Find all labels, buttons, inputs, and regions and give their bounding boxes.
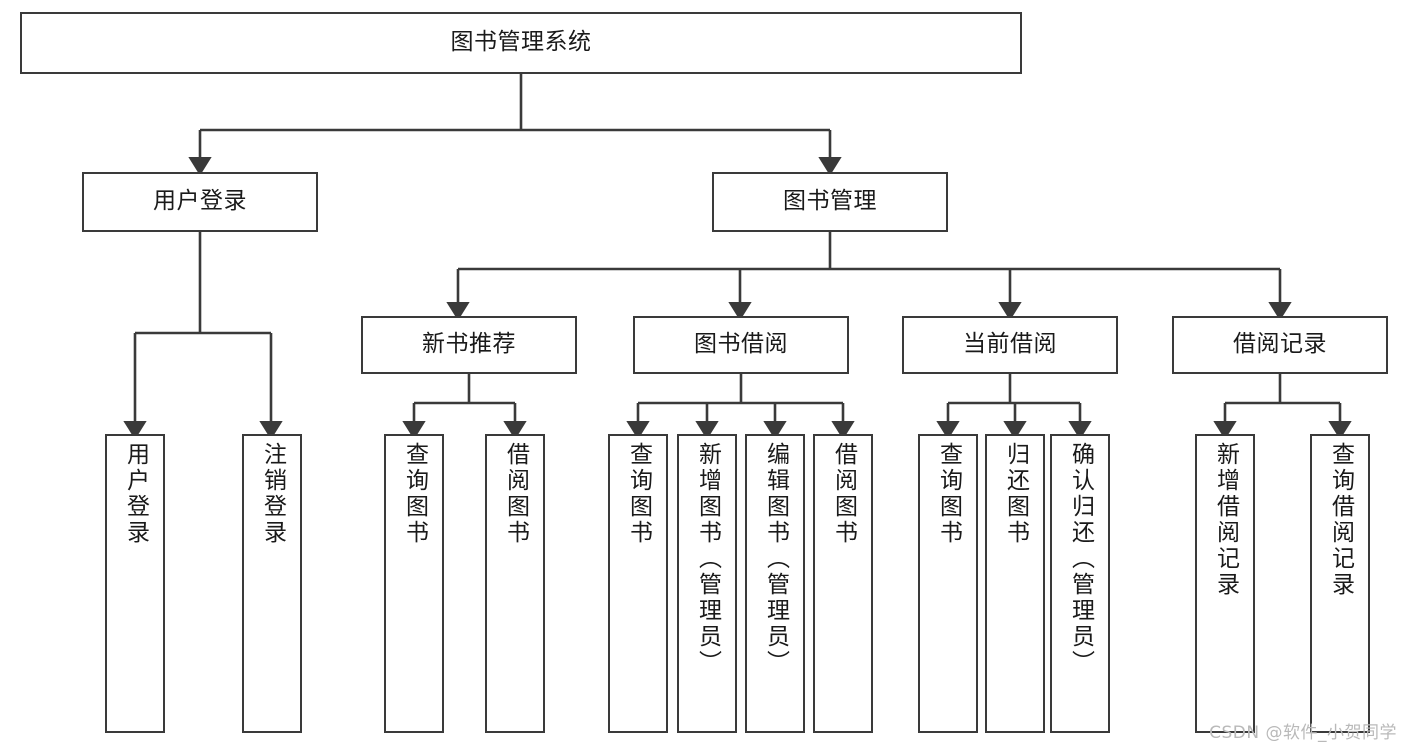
node-book-manage[interactable]: 图书管理 [712,172,948,232]
node-leaf-confirm-return-label: 确认归还（管理员） [1067,442,1094,676]
node-leaf-borrow-book-1[interactable]: 借阅图书 [485,434,545,733]
node-leaf-confirm-return[interactable]: 确认归还（管理员） [1050,434,1110,733]
node-leaf-add-book-label: 新增图书（管理员） [694,442,721,676]
node-new-book-recommend-label: 新书推荐 [422,331,516,358]
node-new-book-recommend[interactable]: 新书推荐 [361,316,577,374]
node-leaf-query-book-2[interactable]: 查询图书 [608,434,668,733]
node-root-system[interactable]: 图书管理系统 [20,12,1022,74]
node-book-borrow[interactable]: 图书借阅 [633,316,849,374]
node-current-borrow[interactable]: 当前借阅 [902,316,1118,374]
node-leaf-query-book-2-label: 查询图书 [625,442,652,546]
node-book-borrow-label: 图书借阅 [694,331,788,358]
node-leaf-logout-login[interactable]: 注销登录 [242,434,302,733]
node-leaf-logout-login-label: 注销登录 [259,442,286,546]
node-leaf-add-book[interactable]: 新增图书（管理员） [677,434,737,733]
node-root-system-label: 图书管理系统 [450,29,592,56]
node-leaf-edit-book[interactable]: 编辑图书（管理员） [745,434,805,733]
node-leaf-return-book[interactable]: 归还图书 [985,434,1045,733]
node-user-login[interactable]: 用户登录 [82,172,318,232]
node-leaf-borrow-book-2[interactable]: 借阅图书 [813,434,873,733]
node-leaf-add-record[interactable]: 新增借阅记录 [1195,434,1255,733]
node-leaf-query-book-3-label: 查询图书 [935,442,962,546]
node-leaf-query-record-label: 查询借阅记录 [1327,442,1354,598]
node-leaf-user-login-label: 用户登录 [122,442,149,546]
node-current-borrow-label: 当前借阅 [963,331,1057,358]
node-leaf-add-record-label: 新增借阅记录 [1212,442,1239,598]
node-book-manage-label: 图书管理 [783,188,877,215]
node-user-login-label: 用户登录 [153,188,247,215]
csdn-watermark: CSDN @软件_小贺同学 [1209,723,1397,743]
node-borrow-record[interactable]: 借阅记录 [1172,316,1388,374]
node-leaf-query-record[interactable]: 查询借阅记录 [1310,434,1370,733]
node-leaf-edit-book-label: 编辑图书（管理员） [762,442,789,676]
node-leaf-query-book-1[interactable]: 查询图书 [384,434,444,733]
node-leaf-query-book-3[interactable]: 查询图书 [918,434,978,733]
node-leaf-user-login[interactable]: 用户登录 [105,434,165,733]
node-leaf-borrow-book-2-label: 借阅图书 [830,442,857,546]
node-leaf-borrow-book-1-label: 借阅图书 [502,442,529,546]
node-leaf-return-book-label: 归还图书 [1002,442,1029,546]
node-leaf-query-book-1-label: 查询图书 [401,442,428,546]
node-borrow-record-label: 借阅记录 [1233,331,1327,358]
